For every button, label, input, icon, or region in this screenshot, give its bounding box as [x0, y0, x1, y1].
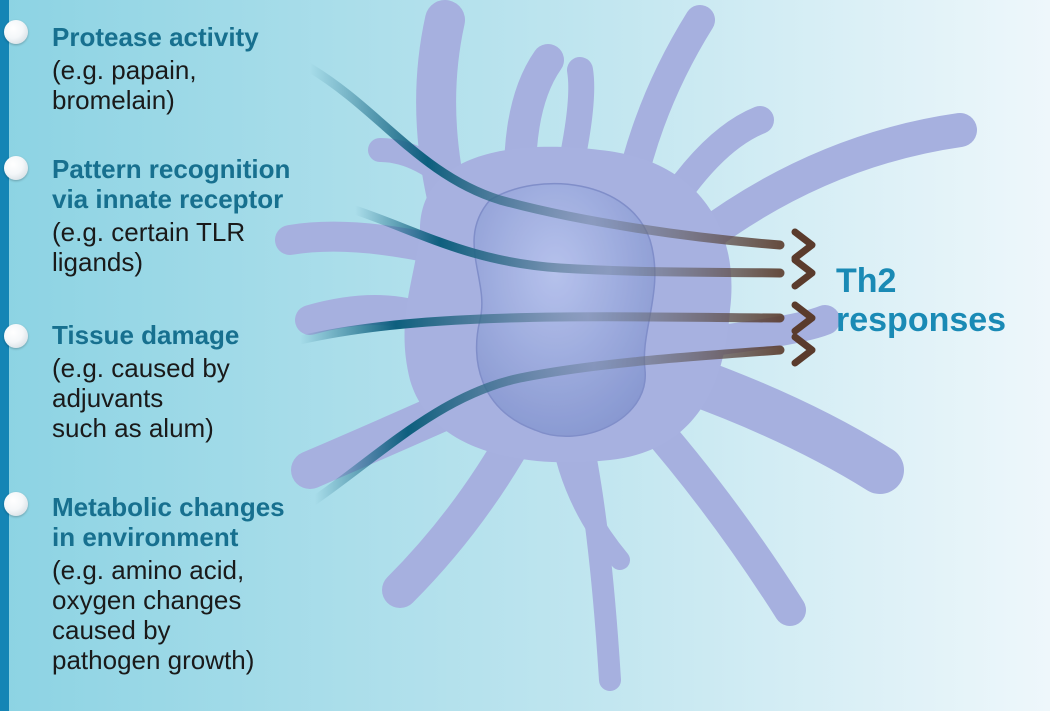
stimulus-pattern-recognition: Pattern recognition via innate receptor … — [52, 154, 290, 277]
example-line: adjuvants — [52, 383, 164, 413]
stimulus-example: (e.g. amino acid, oxygen changes caused … — [52, 555, 285, 675]
title-line: Metabolic changes — [52, 492, 285, 522]
outcome-line: Th2 — [836, 262, 897, 300]
example-line: pathogen growth) — [52, 645, 255, 675]
arrow-right-icon — [791, 228, 816, 262]
circle-bullet-icon — [4, 20, 28, 44]
stimulus-title: Metabolic changes in environment — [52, 492, 285, 552]
example-line: ligands) — [52, 247, 144, 277]
example-line: such as alum) — [52, 413, 214, 443]
title-line: in environment — [52, 522, 239, 552]
arrow-right-icon — [791, 333, 816, 367]
example-line: oxygen changes — [52, 585, 242, 615]
stimulus-metabolic-changes: Metabolic changes in environment (e.g. a… — [52, 492, 285, 675]
example-line: (e.g. certain TLR — [52, 217, 246, 247]
title-line: Pattern recognition — [52, 154, 291, 184]
stimulus-example: (e.g. caused by adjuvants such as alum) — [52, 353, 239, 443]
example-line: (e.g. papain, — [52, 55, 197, 85]
signal-arrows — [295, 63, 785, 505]
arrow-right-icon — [791, 256, 816, 290]
stimulus-title: Protease activity — [52, 22, 259, 52]
stimulus-tissue-damage: Tissue damage (e.g. caused by adjuvants … — [52, 320, 239, 443]
circle-bullet-icon — [4, 492, 28, 516]
accent-bar — [0, 0, 9, 711]
example-line: (e.g. amino acid, — [52, 555, 245, 585]
circle-bullet-icon — [4, 324, 28, 348]
stimulus-example: (e.g. certain TLR ligands) — [52, 217, 290, 277]
example-line: caused by — [52, 615, 171, 645]
stimulus-example: (e.g. papain, bromelain) — [52, 55, 259, 115]
outcome-line: responses — [836, 301, 1007, 339]
title-line: Protease activity — [52, 22, 259, 52]
arrow-right-icon — [791, 301, 816, 335]
stimulus-title: Pattern recognition via innate receptor — [52, 154, 290, 214]
circle-bullet-icon — [4, 156, 28, 180]
example-line: (e.g. caused by — [52, 353, 230, 383]
example-line: bromelain) — [52, 85, 175, 115]
title-line: via innate receptor — [52, 184, 284, 214]
stimulus-title: Tissue damage — [52, 320, 239, 350]
th2-responses-label: Th2 responses — [836, 262, 1006, 340]
title-line: Tissue damage — [52, 320, 240, 350]
stimulus-protease: Protease activity (e.g. papain, bromelai… — [52, 22, 259, 115]
arrow-heads — [791, 228, 816, 367]
